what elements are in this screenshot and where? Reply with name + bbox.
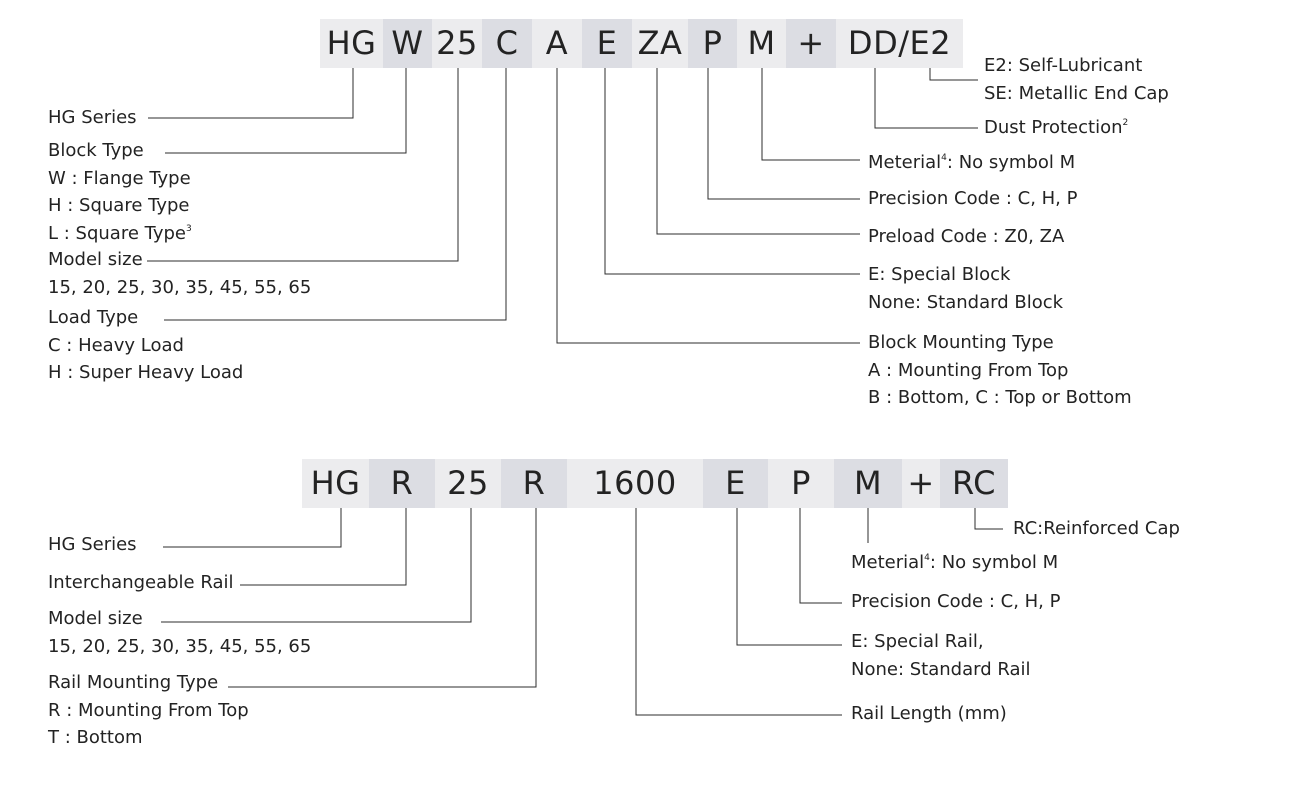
seg-load-type: C bbox=[482, 19, 532, 68]
seg-rail-material: M bbox=[834, 459, 902, 508]
rail-model-code: HG R 25 R 1600 E P M + RC bbox=[302, 459, 1008, 508]
line-special bbox=[604, 68, 860, 275]
label-precision: Precision Code : C, H, P bbox=[868, 188, 1078, 209]
block-model-code: HG W 25 C A E ZA P M + DD/E2 bbox=[320, 19, 963, 68]
seg-block-type: W bbox=[383, 19, 432, 68]
line-rail-cap bbox=[974, 508, 1003, 530]
line-rail-mounting bbox=[228, 508, 537, 688]
line-hg-series bbox=[148, 68, 354, 119]
line-precision bbox=[707, 68, 860, 200]
label-rail-special: E: Special Rail, None: Standard Rail bbox=[851, 631, 1031, 680]
seg-model-size: 25 bbox=[432, 19, 482, 68]
seg-rail-model-size: 25 bbox=[435, 459, 501, 508]
line-rail-interchangeable bbox=[240, 508, 407, 586]
label-rail-material: Meterial4: No symbol M bbox=[851, 552, 1059, 573]
line-rail-hg-series bbox=[163, 508, 342, 548]
label-rail-model-size: Model size 15, 20, 25, 30, 35, 45, 55, 6… bbox=[48, 608, 312, 657]
line-rail-model-size bbox=[161, 508, 472, 623]
label-rail-hg-series: HG Series bbox=[48, 534, 137, 555]
label-load-type: Load Type C : Heavy Load H : Super Heavy… bbox=[48, 307, 244, 384]
label-rail-mounting: Rail Mounting Type R : Mounting From Top… bbox=[48, 672, 249, 749]
label-dust-protection: Dust Protection2 bbox=[984, 117, 1129, 138]
line-rail-special bbox=[736, 508, 842, 646]
label-preload: Preload Code : Z0, ZA bbox=[868, 226, 1065, 247]
line-load-type bbox=[164, 68, 507, 321]
label-hg-series: HG Series bbox=[48, 107, 137, 128]
line-material bbox=[761, 68, 860, 161]
seg-rail-mounting: R bbox=[501, 459, 567, 508]
seg-mounting: A bbox=[532, 19, 582, 68]
line-preload bbox=[656, 68, 860, 235]
line-rail-length bbox=[635, 508, 842, 716]
line-mounting bbox=[556, 68, 860, 344]
seg-special: E bbox=[582, 19, 632, 68]
seg-plus: + bbox=[786, 19, 836, 68]
label-block-mounting: Block Mounting Type A : Mounting From To… bbox=[868, 332, 1132, 409]
label-interchangeable-rail: Interchangeable Rail bbox=[48, 572, 234, 593]
label-rail-length: Rail Length (mm) bbox=[851, 703, 1007, 724]
seg-options: DD/E2 bbox=[836, 19, 963, 68]
label-rail-precision: Precision Code : C, H, P bbox=[851, 591, 1061, 612]
seg-rail-hg: HG bbox=[302, 459, 369, 508]
line-rail-precision bbox=[799, 508, 842, 604]
seg-precision: P bbox=[688, 19, 737, 68]
seg-rail-cap: RC bbox=[940, 459, 1008, 508]
line-block-type bbox=[165, 68, 407, 154]
label-lubricant: E2: Self-Lubricant SE: Metallic End Cap bbox=[984, 55, 1169, 104]
seg-rail-special: E bbox=[703, 459, 768, 508]
seg-rail-length: 1600 bbox=[567, 459, 703, 508]
line-lubricant bbox=[929, 68, 978, 81]
seg-rail-plus: + bbox=[902, 459, 940, 508]
seg-rail-precision: P bbox=[768, 459, 834, 508]
line-dust bbox=[874, 68, 978, 129]
seg-preload: ZA bbox=[632, 19, 688, 68]
label-special-block: E: Special Block None: Standard Block bbox=[868, 264, 1064, 313]
label-block-type: Block Type W : Flange Type H : Square Ty… bbox=[48, 140, 192, 244]
seg-hg: HG bbox=[320, 19, 383, 68]
seg-rail-type: R bbox=[369, 459, 435, 508]
seg-material: M bbox=[737, 19, 786, 68]
label-reinforced-cap: RC:Reinforced Cap bbox=[1013, 518, 1180, 539]
label-material: Meterial4: No symbol M bbox=[868, 152, 1076, 173]
line-model-size bbox=[147, 68, 459, 262]
label-model-size: Model size 15, 20, 25, 30, 35, 45, 55, 6… bbox=[48, 249, 312, 298]
